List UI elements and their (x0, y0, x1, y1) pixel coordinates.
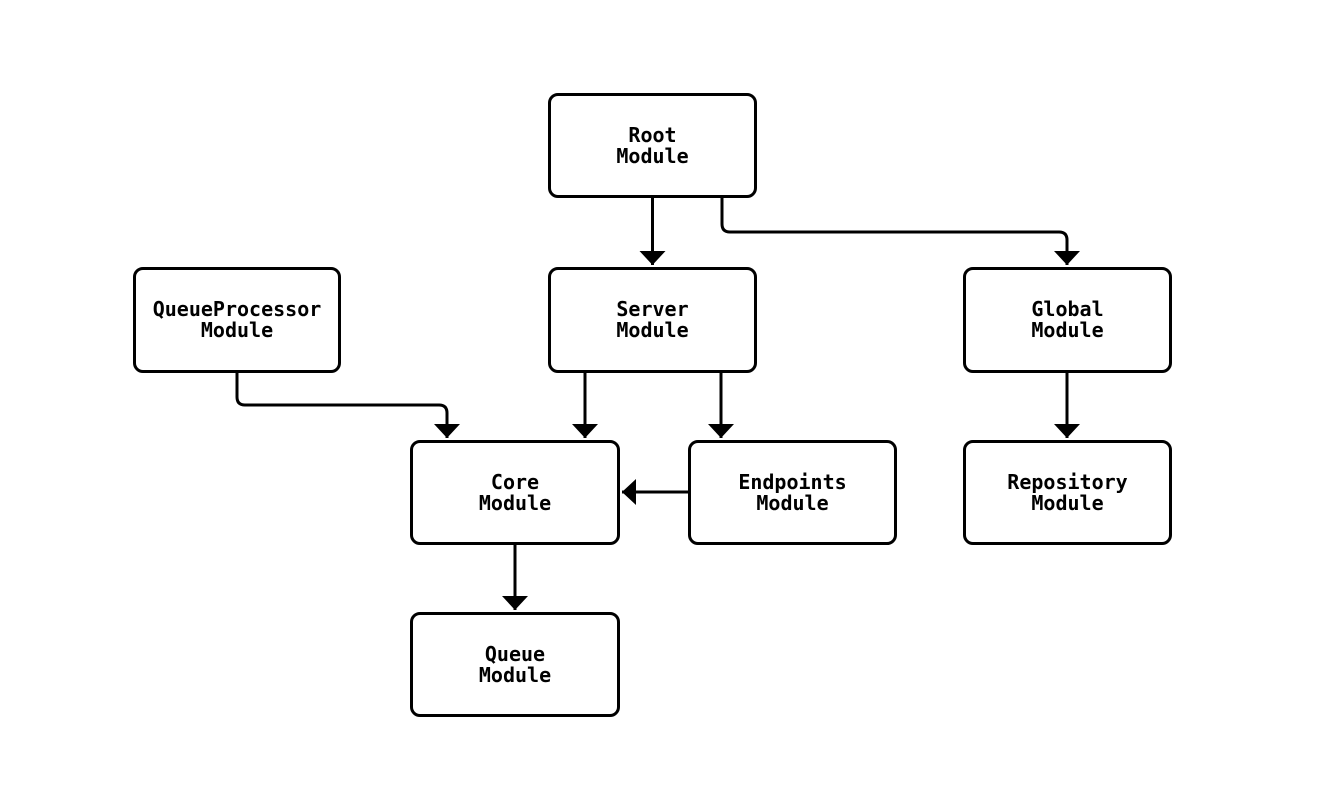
node-endpoints-module-label: Endpoints Module (738, 469, 847, 515)
node-queueprocessor-module: QueueProcessor Module (133, 267, 341, 373)
edge-root-to-global (720, 198, 1080, 265)
node-endpoints-module: Endpoints Module (688, 440, 897, 545)
node-queue-module-label: Queue Module (478, 641, 552, 687)
node-root-module: Root Module (548, 93, 757, 198)
node-global-module: Global Module (963, 267, 1172, 373)
node-core-module: Core Module (410, 440, 620, 545)
node-server-module-label: Server Module (616, 297, 689, 342)
node-server-module: Server Module (548, 267, 757, 373)
edge-queueprocessor-to-core (235, 373, 460, 438)
node-repository-module: Repository Module (963, 440, 1172, 545)
node-repository-module-label: Repository Module (1007, 469, 1128, 515)
node-queueprocessor-module-label: QueueProcessor Module (152, 297, 322, 342)
node-root-module-label: Root Module (616, 122, 689, 168)
node-core-module-label: Core Module (478, 469, 552, 515)
node-global-module-label: Global Module (1031, 297, 1104, 342)
node-queue-module: Queue Module (410, 612, 620, 717)
